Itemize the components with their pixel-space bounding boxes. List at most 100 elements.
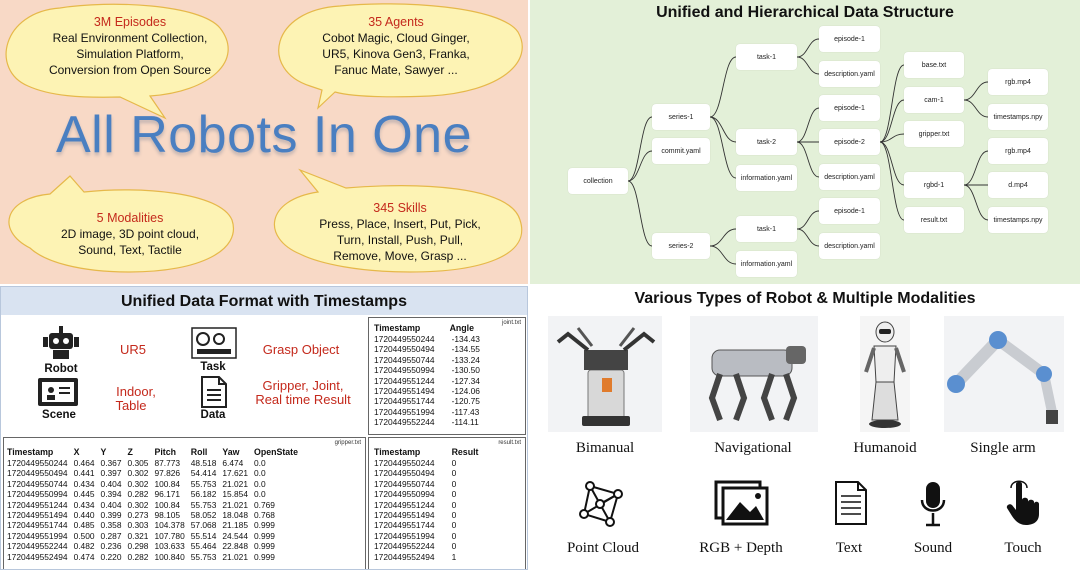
single-arm-robot-image <box>944 316 1064 432</box>
robot-label-humanoid: Humanoid <box>853 440 917 456</box>
table-cell: -124.06 <box>451 386 480 397</box>
scene-value-1: Indoor, <box>116 384 156 399</box>
tree-node-description: description.yaml <box>819 61 880 87</box>
table-cell: 0.321 <box>127 530 149 541</box>
task-label: Task <box>200 361 226 373</box>
tree-node-rgbd-1: rgbd-1 <box>904 172 964 198</box>
table-cell: 0.397 <box>100 468 122 479</box>
table-cell: 1720449552244 <box>7 541 68 552</box>
table-cell: 1720449550494 <box>374 468 435 479</box>
table-cell: 0 <box>451 458 457 468</box>
file-name: gripper.txt <box>334 440 361 446</box>
tree-node-episode-2: episode-2 <box>819 129 880 155</box>
table-cell: 1720449550994 <box>374 365 435 376</box>
table-cell: 1720449551494 <box>374 386 435 397</box>
table-cell: 1720449550494 <box>374 344 435 355</box>
table-cell: 0.0 <box>254 468 266 479</box>
table-cell: 1720449551994 <box>374 406 435 417</box>
tree-node-task-1: task-1 <box>736 216 797 242</box>
tree-node-episode-1: episode-1 <box>819 95 880 121</box>
table-cell: 55.464 <box>190 541 217 552</box>
table-cell: 55.753 <box>190 478 217 489</box>
bubble-skills-text: 345 Skills Press, Place, Insert, Put, Pi… <box>290 200 510 264</box>
scene-value-2: Table <box>115 398 147 413</box>
data-value-2: Real time Result <box>255 392 351 407</box>
col-header: OpenState <box>254 447 298 457</box>
task-icon <box>191 327 237 359</box>
tree-node-episode-1: episode-1 <box>819 26 880 52</box>
table-cell: 1720449551744 <box>7 520 68 531</box>
table-cell: 0.399 <box>100 510 122 521</box>
table-cell: 0 <box>451 489 457 500</box>
table-row: 1720449550744-133.24 <box>371 355 483 365</box>
table-cell: -117.43 <box>451 406 480 417</box>
col-header: Timestamp <box>374 323 421 333</box>
table-cell: 0.303 <box>127 520 149 531</box>
table-cell: 97.826 <box>154 468 181 479</box>
table-cell: 24.544 <box>222 530 248 541</box>
table-cell: 1720449552494 <box>374 551 435 562</box>
section-title: Unified Data Format with Timestamps <box>121 293 407 310</box>
table-cell: 21.185 <box>222 520 248 531</box>
table-row: 1720449552494 1 <box>371 552 481 562</box>
table-cell: 0.394 <box>100 489 122 500</box>
metadata-panel: Robot UR5 Task Grasp Object Scene Indoor… <box>3 317 365 431</box>
robot-dog-icon <box>708 346 806 422</box>
table-cell: 0.0 <box>254 458 266 468</box>
tree-node-information: information.yaml <box>736 165 797 191</box>
table-cell: 107.780 <box>154 530 185 541</box>
bubble-line: Real Environment Collection, <box>52 31 208 45</box>
text-document-icon <box>835 481 867 525</box>
table-cell: 54.414 <box>190 468 217 479</box>
table-cell: 103.633 <box>154 541 185 552</box>
bubble-skills <box>273 168 523 273</box>
table-cell: 0 <box>451 499 457 510</box>
table-cell: 1 <box>451 551 457 562</box>
tree-node-series-1: series-1 <box>652 104 710 130</box>
table-row: 1720449551244-127.34 <box>371 376 483 386</box>
table-cell: 1720449551494 <box>374 510 435 521</box>
table-cell: 1720449551994 <box>374 530 435 541</box>
table-cell: 6.474 <box>222 458 244 468</box>
tree-node-series-2: series-2 <box>652 233 710 259</box>
modality-label-point-cloud: Point Cloud <box>566 540 640 556</box>
table-cell: 0.440 <box>73 510 95 521</box>
file-name: result.txt <box>498 440 521 446</box>
bubble-line: Simulation Platform, <box>76 47 184 61</box>
bubble-line: Press, Place, Insert, Put, Pick, <box>319 217 481 231</box>
table-cell: 0.298 <box>127 541 149 552</box>
table-row: 1720449551494 -124.06 <box>371 386 483 396</box>
table-cell: 104.378 <box>154 520 185 531</box>
table-cell: 100.840 <box>154 551 185 562</box>
microphone-icon <box>920 482 946 527</box>
table-cell: 1720449551244 <box>374 375 435 386</box>
joint-table-panel: joint.txt Timestamp Angle 1720449550244-… <box>368 317 526 435</box>
speech-bubbles <box>5 3 523 273</box>
robot-value: UR5 <box>119 342 146 357</box>
tree-node-task-2: task-2 <box>736 129 797 155</box>
table-cell: 1720449550744 <box>374 478 435 489</box>
bubble-title: 5 Modalities <box>96 211 164 225</box>
table-cell: 21.021 <box>222 478 248 489</box>
table-cell: 0.434 <box>73 499 95 510</box>
bubble-title: 35 Agents <box>368 15 424 29</box>
table-cell: 1720449550244 <box>7 458 68 468</box>
data-value-1: Gripper, Joint, <box>262 378 344 393</box>
table-cell: 22.848 <box>222 541 248 552</box>
table-row: 1720449551744-120.75 <box>371 396 483 406</box>
table-row: 1720449550494-134.55 <box>371 344 483 354</box>
table-cell: 0.999 <box>254 541 275 552</box>
bubble-line: 2D image, 3D point cloud, <box>60 227 200 241</box>
table-cell: 21.021 <box>222 499 248 510</box>
table-cell: 0.464 <box>73 458 95 468</box>
table-cell: 0.434 <box>73 478 95 489</box>
